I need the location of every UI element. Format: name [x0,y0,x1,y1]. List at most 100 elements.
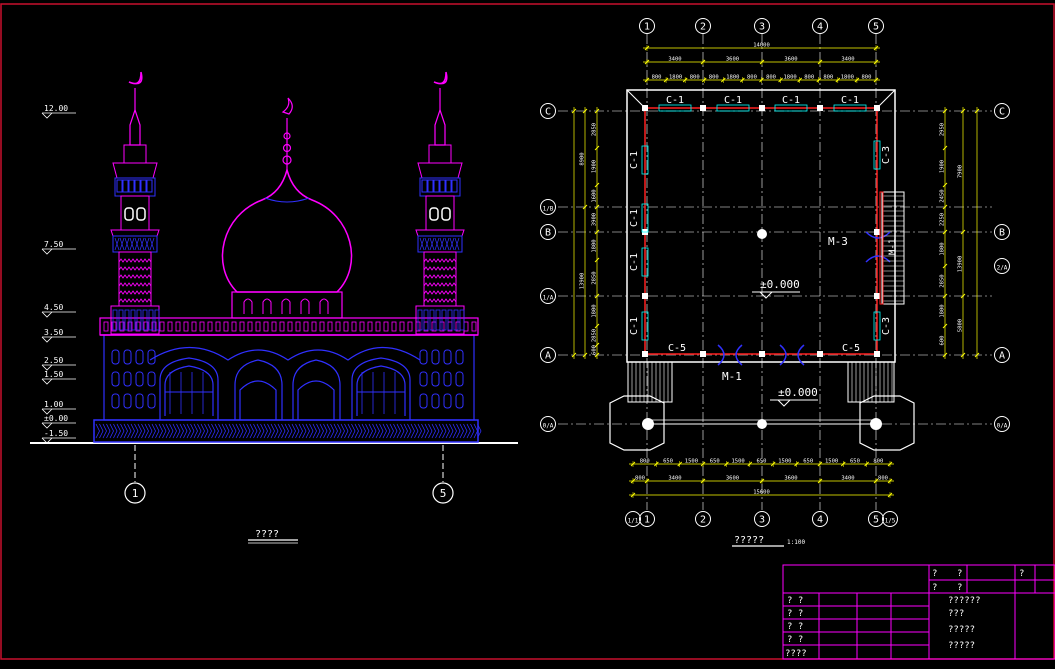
svg-text:3400: 3400 [841,57,854,63]
axis-bubble-bottom [695,511,711,527]
axis-bubble-left [124,482,146,504]
svg-text:650: 650 [850,459,860,465]
axis-bubble-top [754,18,770,34]
svg-text:3900: 3900 [592,213,598,226]
svg-text:1900: 1900 [940,160,946,173]
axis-bubble-right [994,224,1010,240]
svg-text:????: ???? [785,649,807,659]
svg-text:14000: 14000 [753,43,770,49]
svg-text:800: 800 [878,476,888,482]
level-label: 1.50 [44,370,63,379]
svg-text:600: 600 [592,345,598,355]
svg-text:1: 1 [644,515,650,526]
svg-text:5800: 5800 [958,319,964,332]
svg-text:800: 800 [709,75,719,81]
elevation-view: 12.007.504.503.502.501.501.00±0.00-1.50 … [30,71,518,544]
axis-bubble-left [540,199,556,215]
door-swings [717,231,891,366]
level-label: 2.50 [44,356,63,365]
sheet-border [0,3,1055,660]
plan-dimensions: 14000 3400 3600 3600 3400 800 1800 800 800 1800 80… [571,43,980,498]
axis-label-left: 1 [132,487,139,500]
axis-bubble-left [540,288,556,304]
level-label: 7.50 [44,240,63,249]
svg-text:4: 4 [817,515,823,526]
svg-text:2/A: 2/A [997,265,1008,272]
dome [221,167,353,293]
svg-text:800: 800 [747,75,757,81]
svg-text:800: 800 [640,459,650,465]
svg-text:A: A [999,351,1005,362]
svg-text:1/A: 1/A [543,295,554,302]
svg-text:8900: 8900 [580,152,586,165]
svg-text:C-5: C-5 [668,343,686,354]
axis-bubble-top [868,18,884,34]
axis-bubble-right [994,416,1010,432]
svg-text:1800: 1800 [784,75,797,81]
axis-bubble-top [695,18,711,34]
svg-text:650: 650 [757,459,767,465]
minaret-left [110,71,160,335]
svg-text:C-1: C-1 [841,95,859,106]
svg-text:1800: 1800 [841,75,854,81]
svg-text:3: 3 [759,22,765,33]
level-label: 3.50 [44,328,63,337]
svg-text:? ?: ? ? [787,622,803,632]
svg-text:800: 800 [873,459,883,465]
svg-text:?: ? [932,583,937,593]
svg-text:C-1: C-1 [629,317,640,335]
svg-text:1/1: 1/1 [628,518,639,525]
svg-text:2850: 2850 [592,271,598,284]
svg-text:650: 650 [663,459,673,465]
svg-text:0/A: 0/A [997,423,1008,430]
svg-text:C-3: C-3 [881,146,892,164]
axis-bubble-bottom-extra [882,511,898,527]
svg-text:3600: 3600 [726,476,739,482]
facade-pattern [111,349,464,414]
svg-text:?: ? [957,569,962,579]
level-label: 4.50 [44,303,63,312]
svg-text:1800: 1800 [940,242,946,255]
svg-text:2850: 2850 [940,274,946,287]
svg-text:?????: ????? [948,641,975,651]
svg-text:2950: 2950 [940,123,946,136]
level-inside: ±0.000 [760,278,800,291]
svg-text:1: 1 [644,22,650,33]
svg-text:C-1: C-1 [629,209,640,227]
svg-text:2850: 2850 [592,329,598,342]
svg-text:5: 5 [873,22,879,33]
svg-text:5: 5 [873,515,879,526]
svg-text:2: 2 [700,22,706,33]
side-stair [879,191,905,305]
label-stair-m1: M-1 [888,239,898,255]
parapet [99,317,479,336]
level-label: -1.50 [44,429,68,438]
svg-text:3600: 3600 [784,476,797,482]
svg-text:1500: 1500 [732,459,745,465]
svg-text:3400: 3400 [668,57,681,63]
axis-bubble-right [994,103,1010,119]
svg-text:1600: 1600 [592,189,598,202]
svg-text:1/B: 1/B [543,206,554,213]
dome-finial [281,97,293,170]
svg-text:?: ? [957,583,962,593]
elevation-title: ???? [255,529,279,540]
svg-text:1500: 1500 [778,459,791,465]
axis-bubble-bottom [754,511,770,527]
axis-bubble-left [540,103,556,119]
svg-text:800: 800 [652,75,662,81]
svg-text:15600: 15600 [753,490,770,496]
svg-text:1/5: 1/5 [885,518,896,525]
front-stairs [627,361,895,403]
svg-text:13900: 13900 [958,256,964,273]
svg-text:4: 4 [817,22,823,33]
svg-text:? ?: ? ? [787,609,803,619]
svg-text:B: B [545,228,551,239]
svg-text:3400: 3400 [841,476,854,482]
title-block-text: ? ? ? ? ? ? ? ? ? ? ? ? ? ???? ?????? ??… [785,569,1024,659]
svg-text:800: 800 [804,75,814,81]
